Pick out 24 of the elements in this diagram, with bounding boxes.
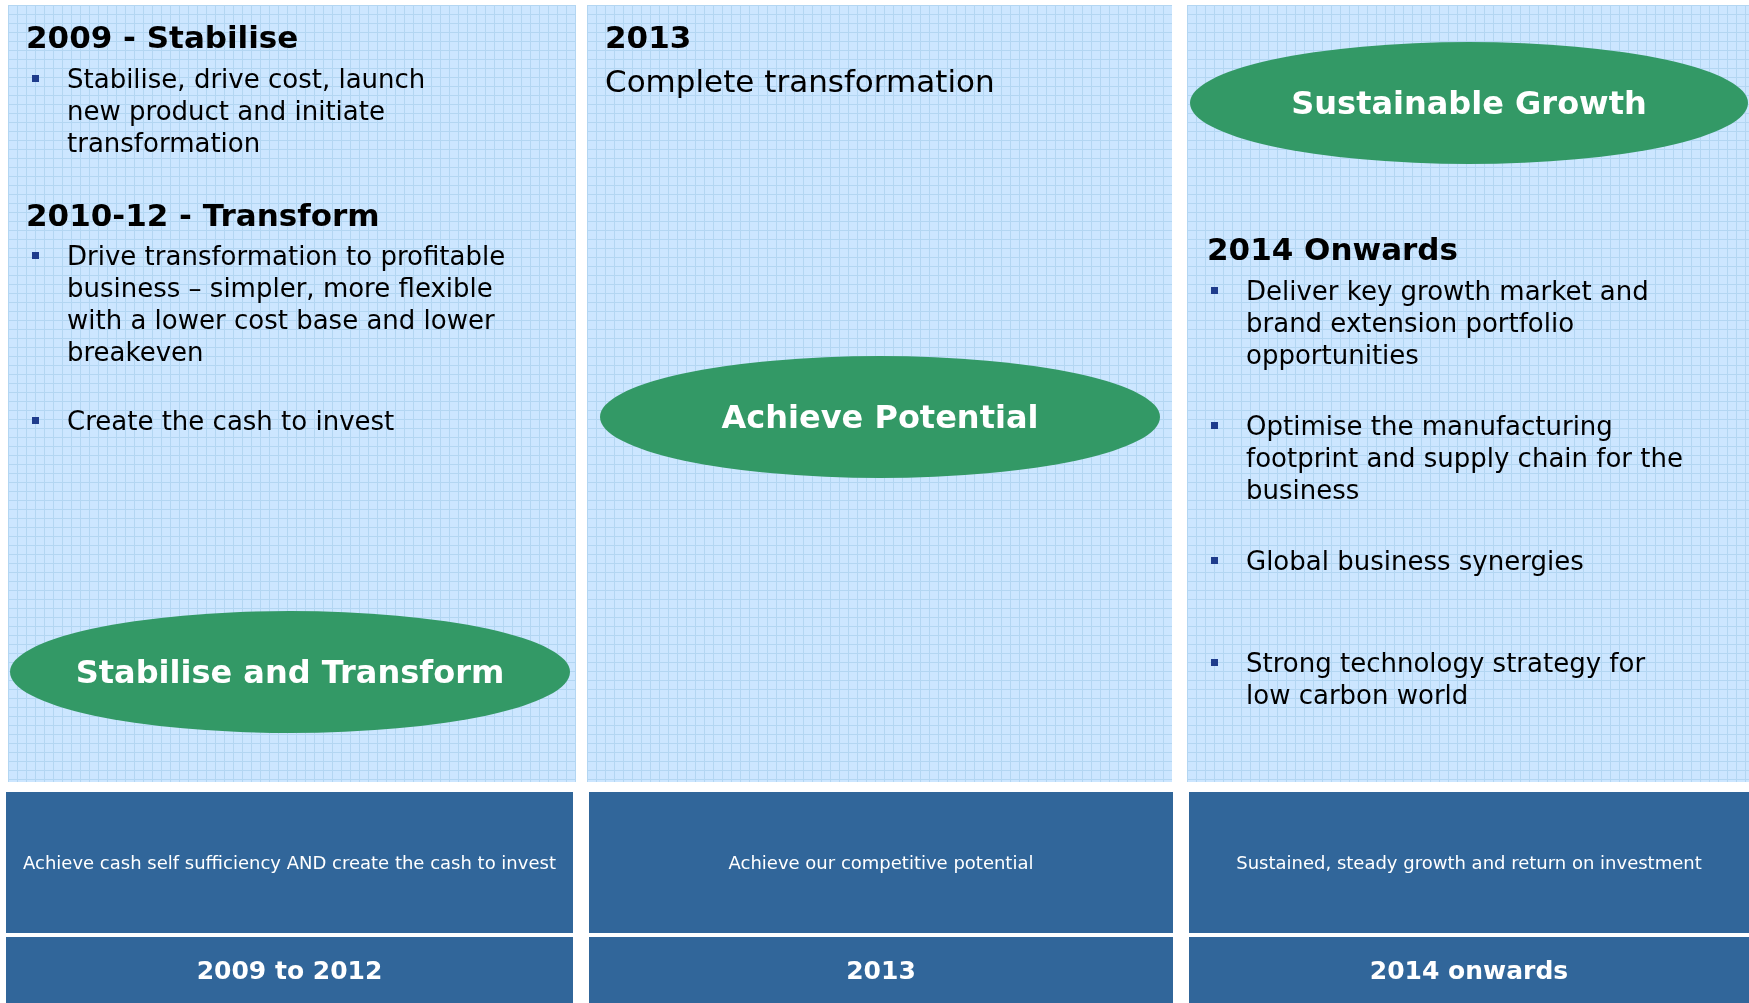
goal-text: Achieve our competitive potential — [728, 852, 1034, 873]
stage-heading: 2013 — [605, 19, 693, 55]
bullet-text: Global business synergies — [1246, 545, 1585, 577]
bullet-text: Stabilise, drive cost, launch new product and initiate transformation — [67, 63, 427, 159]
stage-subheading: Complete transformation — [605, 63, 996, 99]
stage-heading: 2009 - Stabilise — [26, 19, 300, 55]
stage-heading: 2014 Onwards — [1207, 231, 1459, 267]
bullet-text: Strong technology strategy for low carbon world — [1246, 647, 1647, 711]
stage-heading: 2010-12 - Transform — [26, 197, 381, 233]
period-label: 2013 — [846, 955, 916, 985]
stage-label: Sustainable Growth — [1290, 84, 1648, 122]
stage-label: Stabilise and Transform — [74, 653, 506, 691]
bullet-text: Deliver key growth market and brand extension portfolio opportunities — [1246, 275, 1650, 371]
period-label: 2009 to 2012 — [196, 955, 383, 985]
goal-text: Achieve cash self sufficiency AND create the cash to invest — [23, 852, 556, 873]
stage-panel — [1187, 5, 1749, 782]
goal-text: Sustained, steady growth and return on investment — [1236, 852, 1702, 873]
bullet-text: Drive transformation to profitable business – simpler, more flexible with a lower cost base and lower breakeven — [67, 240, 507, 368]
stage-panel — [587, 5, 1172, 782]
stage-panel — [8, 5, 576, 782]
bullet-text: Create the cash to invest — [67, 405, 396, 437]
bullet-text: Optimise the manufacturing footprint and supply chain for the business — [1246, 410, 1684, 506]
period-label: 2014 onwards — [1369, 955, 1569, 985]
stage-label: Achieve Potential — [720, 398, 1040, 436]
